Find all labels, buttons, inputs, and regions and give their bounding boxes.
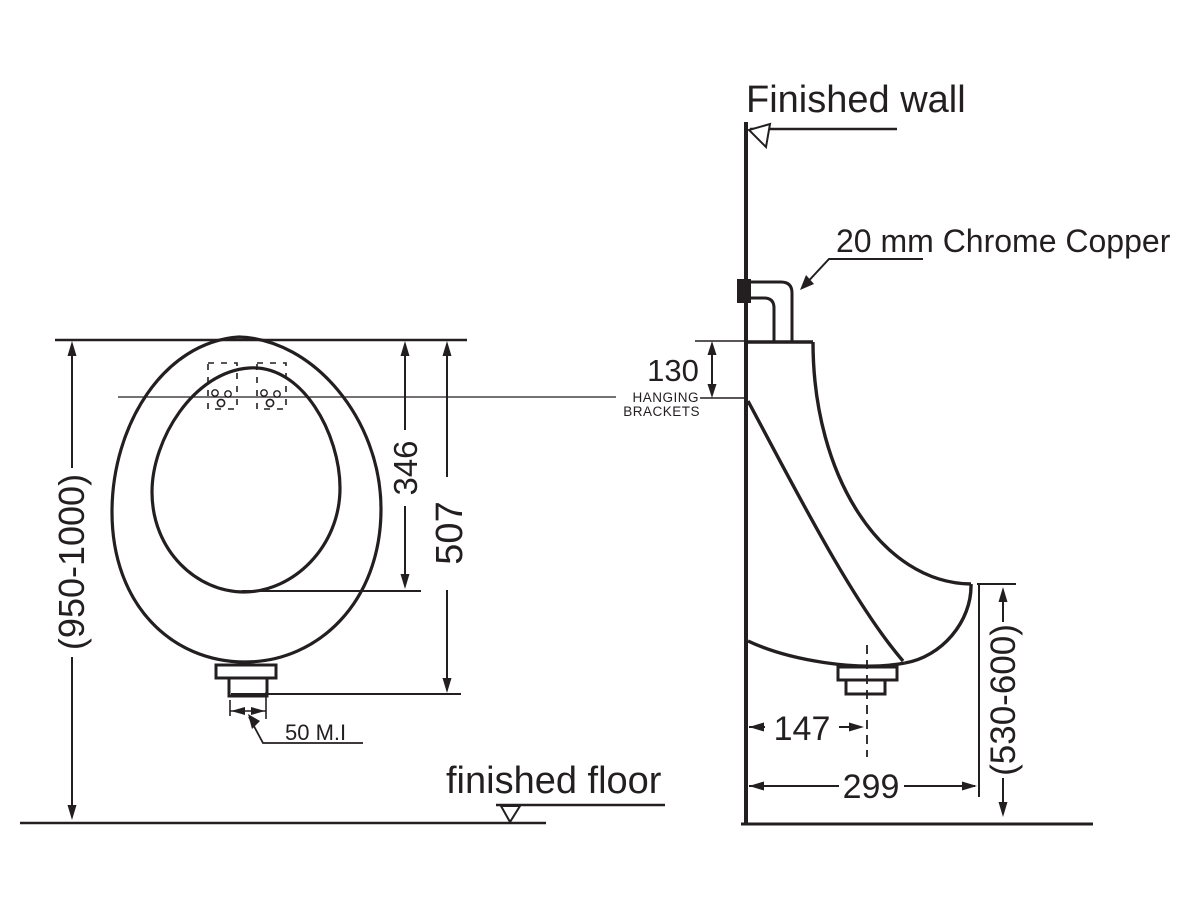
- arrowhead-right: [849, 722, 864, 732]
- arrowhead-up: [67, 341, 77, 356]
- bracket-hole: [216, 398, 226, 408]
- dim-rim-opening-height: 346: [242, 341, 424, 592]
- dim-outlet-from-wall: 147: [749, 710, 864, 748]
- side-view-dimensions: 130 HANGING BRACKETS 147 299: [623, 340, 1093, 826]
- bracket-hole: [224, 390, 232, 398]
- arrowhead-up: [707, 341, 717, 355]
- urinal-profile: [746, 340, 973, 757]
- finished-wall-label: Finished wall: [746, 79, 966, 121]
- dim-overall-height-value: 507: [429, 501, 471, 564]
- profile-bowl-back-curve: [746, 400, 905, 663]
- leader-arrowhead: [800, 275, 814, 290]
- dim-mounting-height: (950-1000): [51, 341, 92, 820]
- bracket-outline: [256, 362, 287, 410]
- inlet-pipe: [737, 279, 794, 341]
- wall-arrowhead: [747, 122, 772, 150]
- arrowhead-left: [749, 781, 764, 791]
- side-view: Finished wall 20 mm Chrome Copper: [737, 79, 1171, 823]
- hanging-bracket-left: [207, 362, 238, 410]
- hanging-brackets-label: HANGING BRACKETS: [623, 390, 700, 419]
- wall-pipe-fitting: [737, 279, 751, 303]
- urinal-outer-body: [110, 335, 383, 664]
- dim-outlet-value: 50 M.I: [285, 720, 346, 745]
- dim-outlet: 50 M.I: [229, 692, 363, 745]
- pipe-inner-line: [751, 296, 776, 341]
- leader-arrowhead: [248, 714, 260, 729]
- dim-rim-to-floor: (530-600): [977, 583, 1023, 817]
- dim-bracket-offset: 130: [647, 340, 746, 399]
- dim-outlet-from-wall-value: 147: [774, 710, 831, 748]
- arrowhead-down: [998, 802, 1008, 817]
- outlet-spigot-front: [227, 676, 269, 698]
- bracket-hole: [260, 389, 268, 397]
- arrowhead-left: [749, 722, 764, 732]
- arrowhead-left: [231, 707, 245, 715]
- arrowhead-down: [707, 384, 717, 398]
- pipe-note-label: 20 mm Chrome Copper: [836, 223, 1171, 259]
- profile-lip-curve: [904, 583, 973, 665]
- pipe-outer-line: [751, 280, 794, 341]
- urinal-inner-rim: [150, 366, 342, 594]
- leader-line: [801, 258, 923, 289]
- bracket-outline: [207, 362, 238, 410]
- arrowhead-down: [67, 805, 77, 820]
- hanging-bracket-right: [256, 362, 287, 410]
- arrowhead-right: [962, 781, 977, 791]
- floor-level-symbol: [499, 805, 522, 824]
- profile-front-curve: [811, 341, 972, 586]
- dim-rim-to-floor-value: (530-600): [984, 624, 1023, 776]
- dim-overall-height: 507: [231, 341, 471, 695]
- front-view-dimensions: (950-1000) 346 507: [51, 338, 471, 820]
- bracket-hole: [265, 398, 275, 408]
- pipe-callout: 20 mm Chrome Copper: [800, 223, 1171, 290]
- hanging-brackets-line2: BRACKETS: [623, 404, 700, 419]
- arrowhead-up: [442, 341, 452, 356]
- outlet-spigot-side: [844, 678, 887, 696]
- hanging-brackets-line1: HANGING: [632, 390, 699, 405]
- front-view: [110, 335, 616, 698]
- arrowhead-right: [251, 707, 265, 715]
- bracket-hole: [211, 389, 219, 397]
- profile-underside-curve: [747, 639, 906, 668]
- dim-rim-opening-value: 346: [387, 440, 424, 495]
- arrowhead-down: [442, 678, 452, 693]
- dim-bracket-offset-value: 130: [647, 353, 699, 388]
- bracket-hole: [273, 390, 281, 398]
- floor-left: finished floor: [20, 760, 665, 825]
- dim-projection-value: 299: [843, 768, 900, 806]
- outlet-flange-front: [214, 663, 278, 680]
- dim-projection: 299: [749, 768, 977, 806]
- arrowhead-up: [998, 587, 1008, 602]
- dim-mounting-height-value: (950-1000): [51, 474, 92, 650]
- arrowhead-down: [400, 574, 410, 589]
- arrowhead-up: [400, 341, 410, 356]
- finished-floor-label: finished floor: [446, 760, 662, 802]
